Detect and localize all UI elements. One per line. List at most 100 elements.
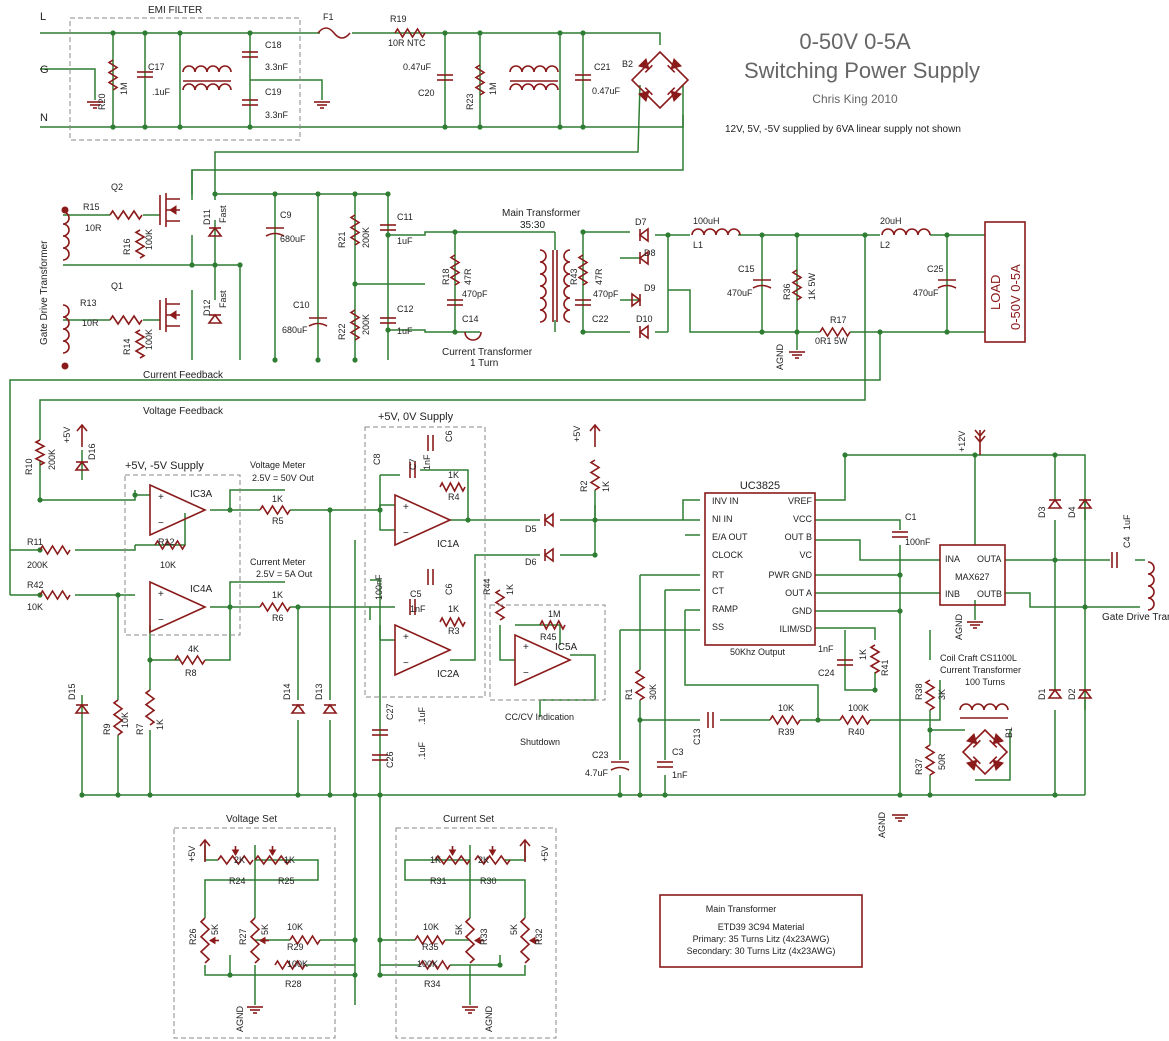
part-label-r35v: 10K xyxy=(423,922,439,932)
gate-drive-label: Gate Drive Transformer xyxy=(39,240,50,345)
agnd-label: AGND xyxy=(484,1005,494,1032)
supply-arrow xyxy=(519,838,531,862)
mosfet xyxy=(159,193,180,227)
junction-dot xyxy=(110,124,116,130)
resistor xyxy=(274,959,306,971)
part-label-r25v: 1K xyxy=(284,855,295,865)
part-label-r20v: 1M xyxy=(119,82,129,95)
resistor xyxy=(414,934,446,946)
bridge-diode xyxy=(637,87,653,103)
current-transformer xyxy=(464,331,482,341)
part-label-r24: R24 xyxy=(229,876,246,886)
wire xyxy=(205,607,231,661)
part-label-d15: D15 xyxy=(67,683,77,700)
part-label-r5: R5 xyxy=(272,516,284,526)
part-label-r7v: 1K xyxy=(155,719,165,730)
part-label-r43: R43 xyxy=(569,268,579,285)
op-amp xyxy=(394,623,452,677)
part-label-r13v: 10R xyxy=(82,318,99,328)
bridge-diode xyxy=(992,759,1005,772)
part-label-r15v: 10R xyxy=(85,223,102,233)
resistor xyxy=(394,27,426,39)
junction-dot xyxy=(580,329,586,335)
wire xyxy=(539,654,596,717)
part-label-r26: R26 xyxy=(188,928,198,945)
supply-arrow xyxy=(199,838,211,862)
op-amp xyxy=(149,483,207,537)
part-label-r27v: 5K xyxy=(260,924,270,935)
resistor xyxy=(539,619,566,631)
voltage-set-title: Voltage Set xyxy=(226,814,277,825)
bridge-diode xyxy=(670,57,683,70)
resistor xyxy=(109,209,143,221)
resistor xyxy=(109,314,143,326)
bridge-diode xyxy=(644,87,653,96)
opamp-label: IC1A xyxy=(437,539,460,550)
junction-dot xyxy=(147,657,153,663)
plus5-0v-frame xyxy=(364,426,486,698)
op-amp-pin: − xyxy=(403,658,409,669)
uc3825-pin-left: RT xyxy=(712,570,724,580)
part-label-r25: R25 xyxy=(278,876,295,886)
part-label-c25v: 470uF xyxy=(913,288,939,298)
part-label-c18: C18 xyxy=(265,40,282,50)
diode xyxy=(322,703,338,714)
max627-pin: INA xyxy=(945,554,960,564)
part-label-d9: D9 xyxy=(644,283,656,293)
part-label-c21: C21 xyxy=(594,62,611,72)
part-label-r9: R9 xyxy=(102,723,112,735)
inductor xyxy=(182,65,232,73)
uc3825-pin-left: CLOCK xyxy=(712,550,743,560)
junction-dot xyxy=(115,592,121,598)
resistor xyxy=(174,654,206,666)
wire xyxy=(9,332,881,595)
wire xyxy=(560,490,596,556)
part-label-r15: R15 xyxy=(83,202,100,212)
part-label-c19v: 3.3nF xyxy=(265,110,289,120)
part-label-c14: C14 xyxy=(462,314,479,324)
part-label-r37: R37 xyxy=(914,758,924,775)
wire xyxy=(420,469,469,520)
resistor xyxy=(589,459,601,491)
junction-dot xyxy=(477,30,483,36)
coilcraft-1: Coil Craft CS1100L xyxy=(940,653,1017,663)
inductor xyxy=(691,228,741,236)
part-label-r3v: 1K xyxy=(448,604,459,614)
junction-dot xyxy=(227,604,233,610)
part-label-r42v: 10K xyxy=(27,602,43,612)
part-label-d7: D7 xyxy=(635,217,647,227)
opamp-label: IC4A xyxy=(190,584,213,595)
op-amp-pin: + xyxy=(403,632,409,643)
part-label-c14v: 470pF xyxy=(462,289,488,299)
part-label-d6: D6 xyxy=(525,557,537,567)
diode xyxy=(74,460,90,471)
wire xyxy=(815,627,876,640)
inductor xyxy=(1147,561,1155,611)
bridge-diode xyxy=(965,732,981,748)
part-label-r19v: 10R NTC xyxy=(388,38,426,48)
part-label-c15v: 470uF xyxy=(727,288,753,298)
uc3825-pin-left: NI IN xyxy=(712,514,733,524)
part-label-r29: R29 xyxy=(287,942,304,952)
op-amp xyxy=(149,580,207,634)
resistor xyxy=(924,744,936,776)
junction-dot xyxy=(142,124,148,130)
part-label-r11v: 200K xyxy=(27,560,48,570)
bridge-diode xyxy=(992,732,1005,745)
main-tx-label: Main Transformer xyxy=(502,208,581,219)
bridge-diode xyxy=(637,90,650,103)
part-label-r14: R14 xyxy=(122,338,132,355)
wire xyxy=(75,545,136,551)
part-label-b1: B1 xyxy=(1004,727,1014,738)
plus5-0v-title: +5V, 0V Supply xyxy=(378,411,454,423)
current-set-frame xyxy=(395,827,557,1039)
part-label-c8: C8 xyxy=(372,453,382,465)
resistor xyxy=(449,254,461,286)
coilcraft-2: Current Transformer xyxy=(940,665,1021,675)
junction-dot xyxy=(272,357,278,363)
junction-dot xyxy=(327,507,333,513)
part-label-r20: R20 xyxy=(97,93,107,110)
supply-arrow xyxy=(589,423,601,447)
resistor xyxy=(259,601,291,613)
